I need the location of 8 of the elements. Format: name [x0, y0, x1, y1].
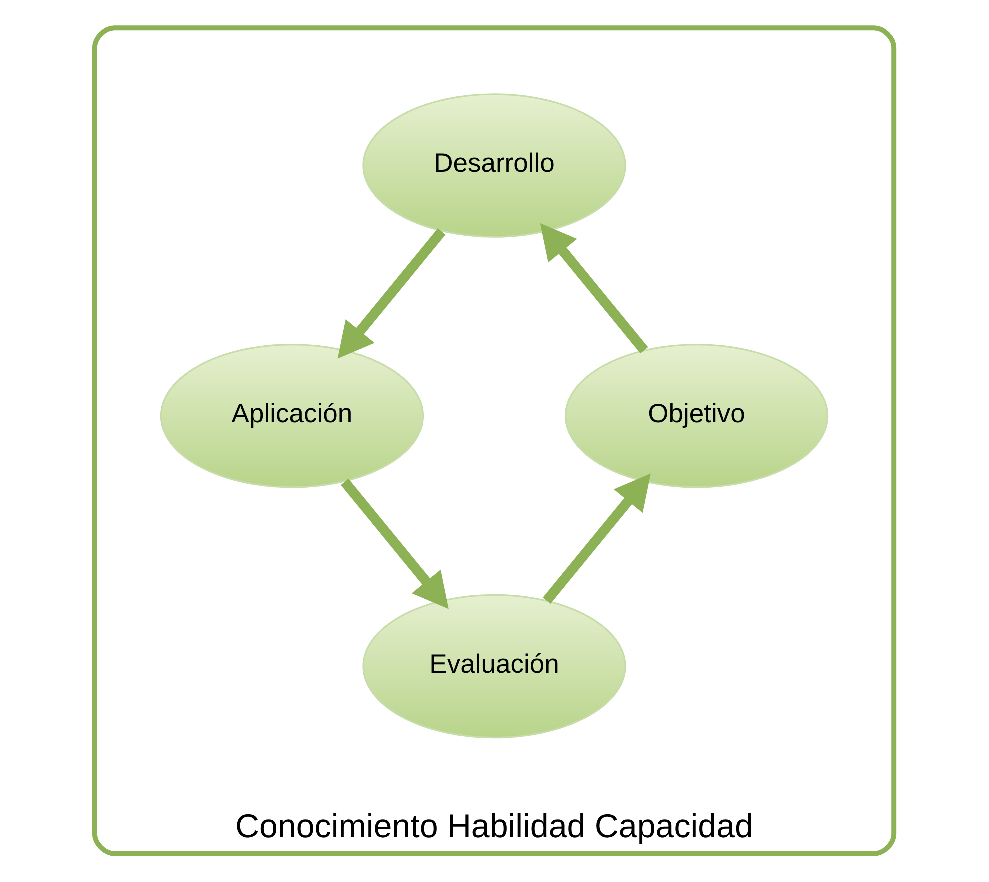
- node-ellipse: Desarrollo: [362, 94, 626, 238]
- arrow: [543, 474, 651, 604]
- node-ellipse: Aplicación: [160, 344, 424, 488]
- node-ellipse: Evaluación: [362, 594, 626, 739]
- arrow: [540, 223, 648, 354]
- arrow: [340, 478, 449, 610]
- arrow: [338, 228, 446, 359]
- node-ellipse: Objetivo: [564, 344, 829, 488]
